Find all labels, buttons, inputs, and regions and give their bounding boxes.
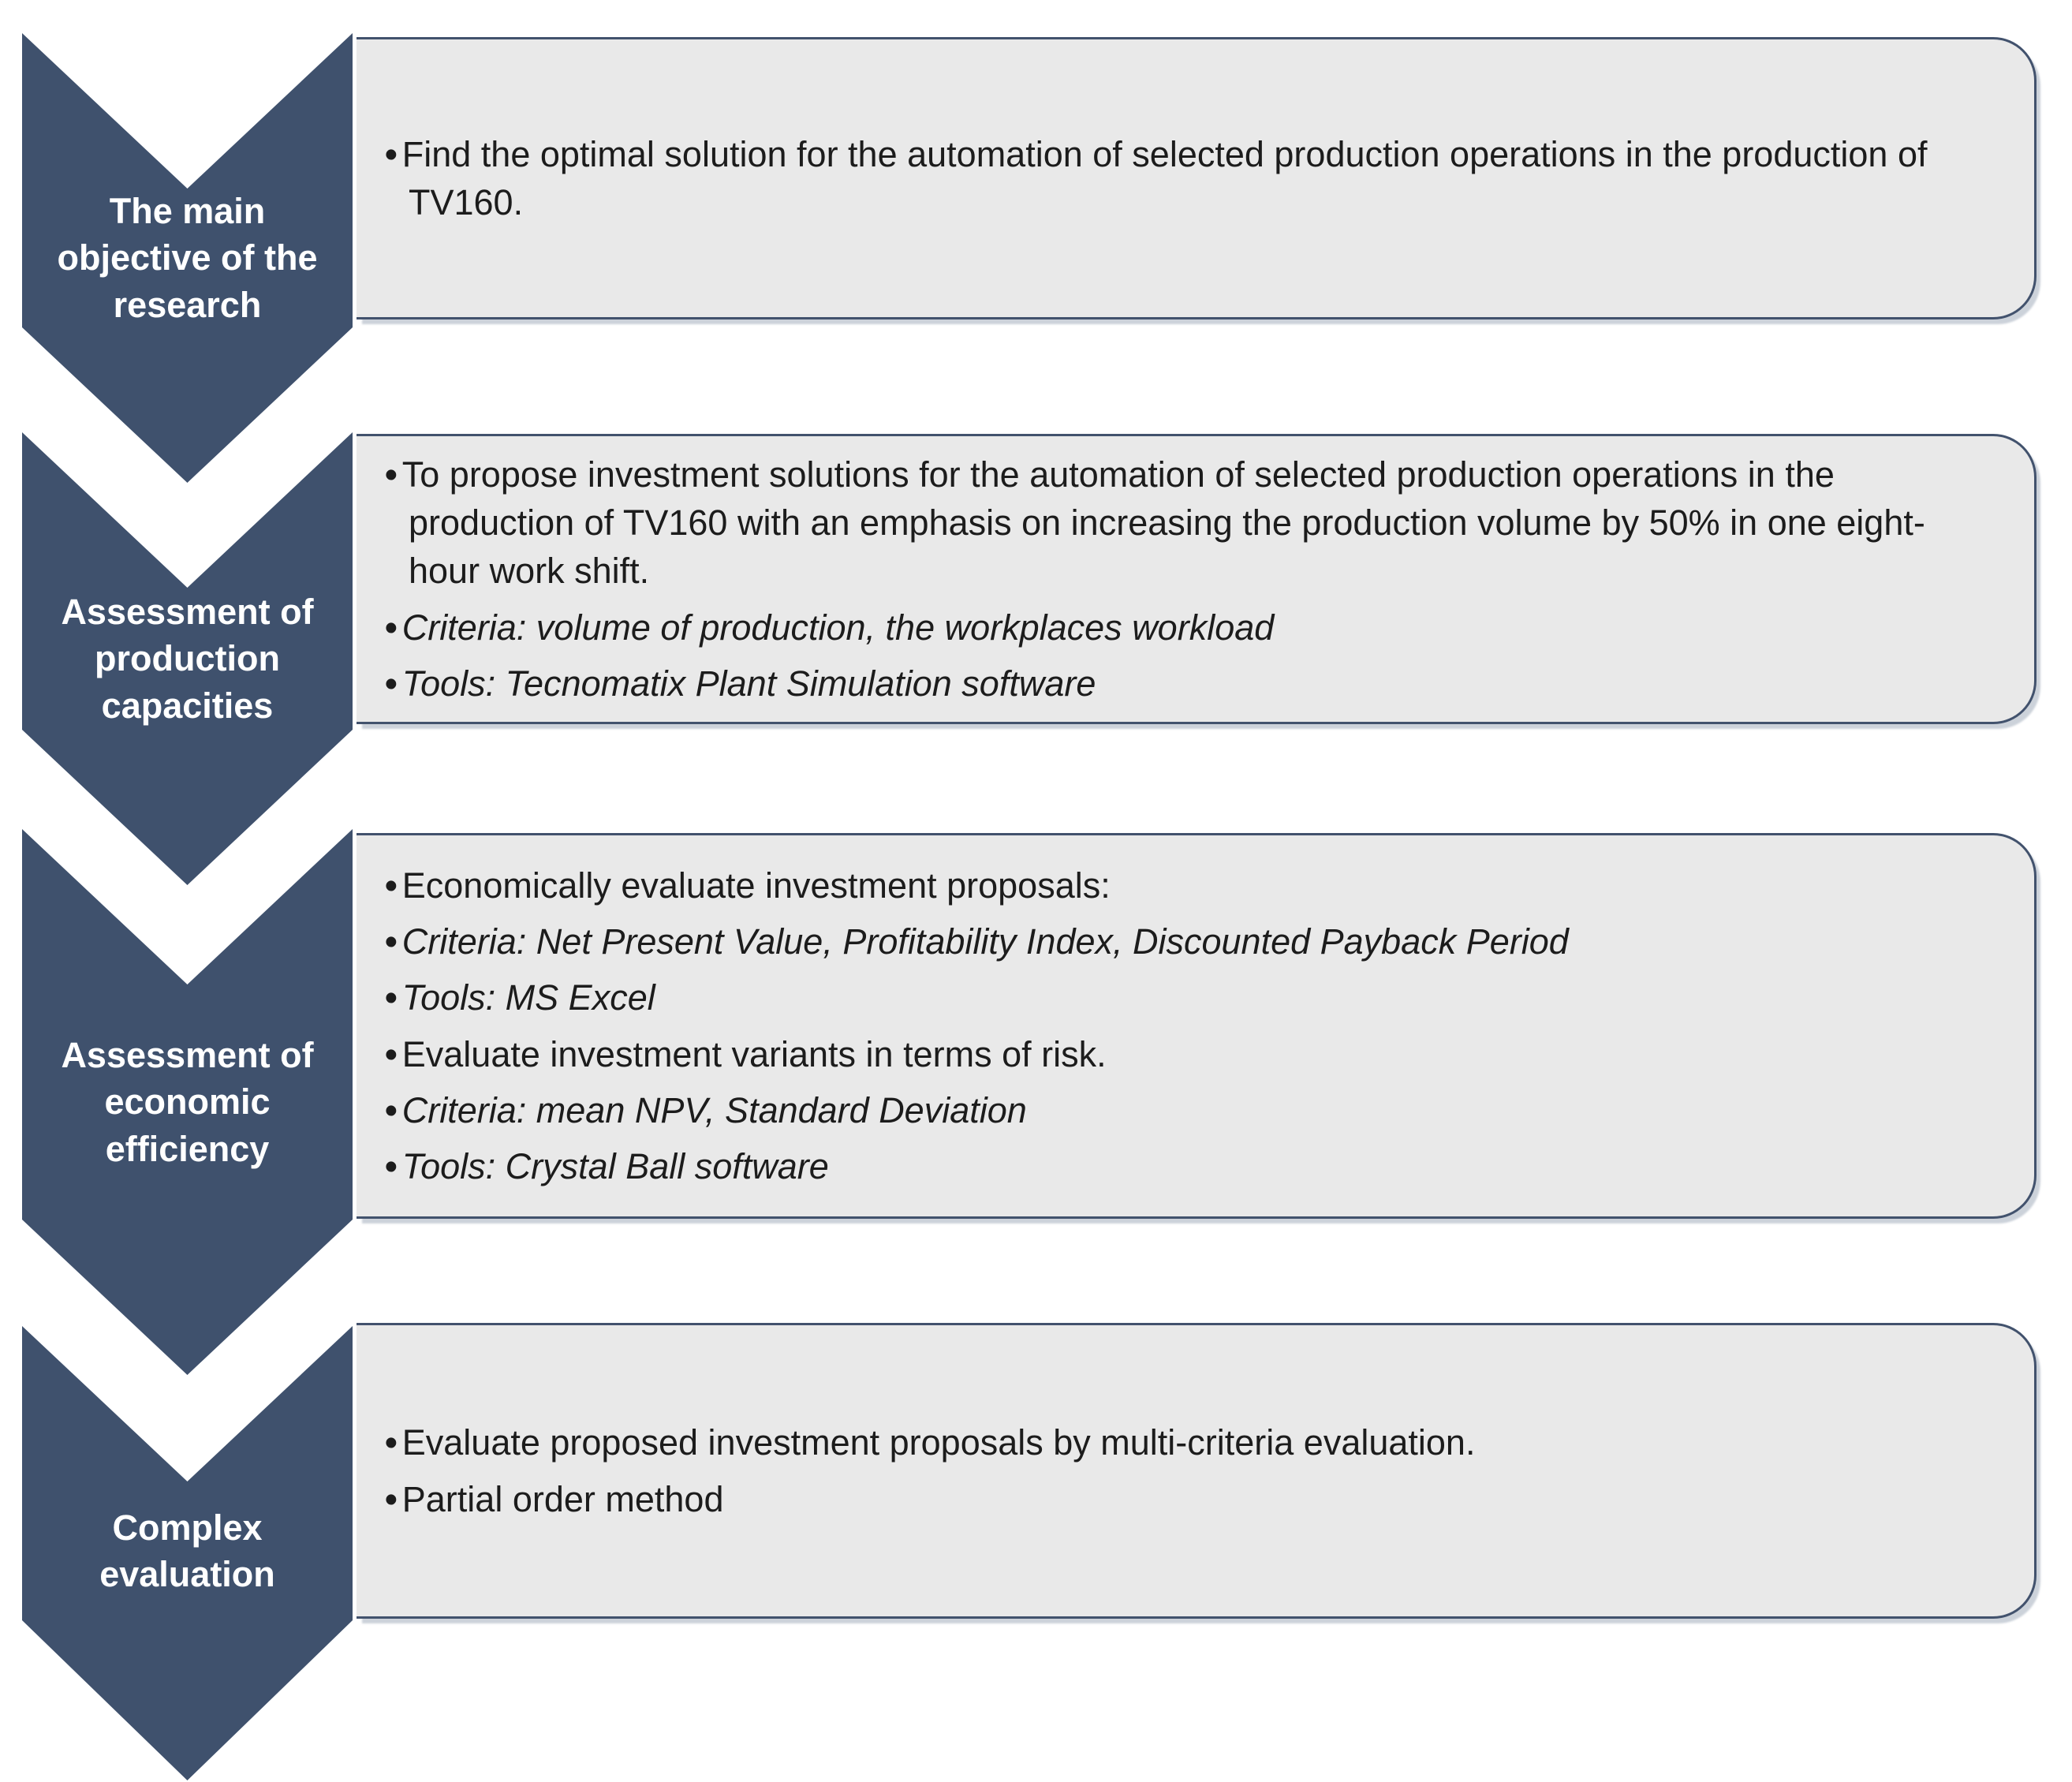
bullet-item: Tools: Crystal Ball software (385, 1142, 1971, 1190)
content-box-1: Find the optimal solution for the automa… (357, 37, 2037, 319)
bullet-item: Tools: Tecnomatix Plant Simulation softw… (385, 659, 1971, 708)
bullet-list-2: To propose investment solutions for the … (385, 450, 1971, 708)
bullet-item: Tools: MS Excel (385, 973, 1971, 1022)
bullet-item: Evaluate proposed investment proposals b… (385, 1418, 1971, 1466)
bullet-item: To propose investment solutions for the … (385, 450, 1971, 596)
bullet-item: Find the optimal solution for the automa… (385, 130, 1971, 226)
bullet-item: Partial order method (385, 1475, 1971, 1523)
bullet-item: Criteria: Net Present Value, Profitabili… (385, 917, 1971, 966)
chevron-step-1-label: The main objective of the research (57, 190, 318, 325)
bullet-list-4: Evaluate proposed investment proposals b… (385, 1418, 1971, 1522)
bullet-item: Criteria: volume of production, the work… (385, 603, 1971, 652)
chevron-step-2: Assessment of production capacities (22, 432, 353, 885)
content-box-3: Economically evaluate investment proposa… (357, 833, 2037, 1219)
bullet-item: Criteria: mean NPV, Standard Deviation (385, 1086, 1971, 1134)
content-box-4: Evaluate proposed investment proposals b… (357, 1323, 2037, 1619)
chevron-step-2-label: Assessment of production capacities (61, 591, 314, 726)
chevron-step-4-label: Complex evaluation (99, 1507, 275, 1594)
chevron-step-4: Complex evaluation (22, 1326, 353, 1780)
chevron-step-1: The main objective of the research (22, 33, 353, 483)
bullet-list-1: Find the optimal solution for the automa… (385, 130, 1971, 226)
bullet-item: Economically evaluate investment proposa… (385, 861, 1971, 910)
chevron-step-3: Assessment of economic efficiency (22, 829, 353, 1375)
chevron-step-3-label: Assessment of economic efficiency (61, 1034, 314, 1169)
bullet-list-3: Economically evaluate investment proposa… (385, 861, 1971, 1190)
content-box-2: To propose investment solutions for the … (357, 434, 2037, 724)
bullet-item: Evaluate investment variants in terms of… (385, 1030, 1971, 1078)
